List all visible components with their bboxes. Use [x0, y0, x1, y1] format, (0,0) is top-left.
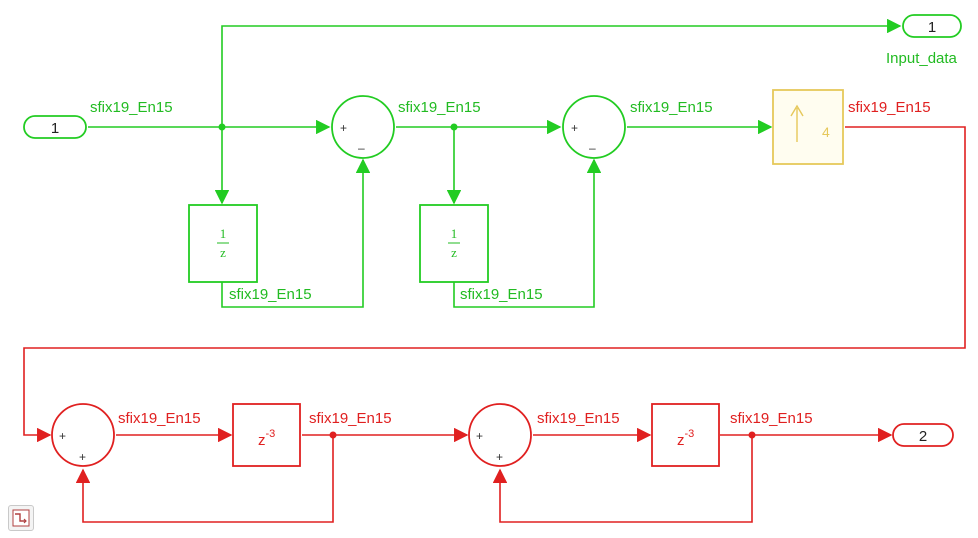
outport-2[interactable]: 2: [892, 423, 954, 447]
subsystem-icon: [12, 509, 30, 527]
signal-label-upsample-out: sfix19_En15: [848, 99, 931, 116]
sum-2-plus: +: [571, 121, 578, 135]
unit-delay-block-1[interactable]: 1 z: [188, 204, 258, 283]
wire-delay1-to-sum1[interactable]: [221, 158, 371, 308]
sum-2-minus: –: [589, 141, 596, 155]
signal-label-delay1-out: sfix19_En15: [229, 286, 312, 303]
sum-3-plus-bottom: +: [79, 450, 86, 464]
sum-block-2[interactable]: + –: [562, 95, 626, 159]
junction-dot-3: [329, 431, 337, 439]
signal-label-sum4-out: sfix19_En15: [537, 410, 620, 427]
signal-label-delay2-out: sfix19_En15: [460, 286, 543, 303]
sum-1-plus: +: [340, 121, 347, 135]
sum-block-1[interactable]: + –: [331, 95, 395, 159]
z-delay-block-1[interactable]: z-3: [232, 403, 301, 467]
inport-1-number: 1: [51, 120, 59, 137]
sum-4-plus-left: +: [476, 429, 483, 443]
wire-feedback-2[interactable]: [492, 435, 753, 523]
sum-4-plus-bottom: +: [496, 450, 503, 464]
junction-dot-2: [450, 123, 458, 131]
wire-feedback-1[interactable]: [75, 435, 334, 523]
signal-label-z3b-out: sfix19_En15: [730, 410, 813, 427]
z-delay-2-label: z-3: [677, 428, 694, 449]
outport-1[interactable]: 1: [902, 14, 962, 38]
inport-1[interactable]: 1: [23, 115, 87, 139]
sum-block-4[interactable]: + +: [468, 403, 532, 467]
delay-1-denominator: z: [220, 245, 226, 260]
z-delay-1-label: z-3: [258, 428, 275, 449]
delay-2-numerator: 1: [451, 226, 458, 241]
wire-upsample-to-sum3[interactable]: [23, 126, 966, 443]
signal-label-input: sfix19_En15: [90, 99, 173, 116]
z-delay-block-2[interactable]: z-3: [651, 403, 720, 467]
signal-label-sum2-out: sfix19_En15: [630, 99, 713, 116]
delay-2-denominator: z: [451, 245, 457, 260]
outport-2-number: 2: [919, 428, 927, 445]
wire-delay2-to-sum2[interactable]: [453, 158, 602, 308]
signal-label-sum3-out: sfix19_En15: [118, 410, 201, 427]
red-wires: [23, 126, 966, 523]
unit-delay-block-2[interactable]: 1 z: [419, 204, 489, 283]
signal-label-z3a-out: sfix19_En15: [309, 410, 392, 427]
junction-dot-1: [218, 123, 226, 131]
outport-1-number: 1: [928, 19, 936, 36]
wire-branch-to-outport1[interactable]: [221, 18, 902, 127]
upsample-block[interactable]: 4: [772, 89, 844, 165]
upsample-factor: 4: [822, 124, 830, 140]
junction-dot-4: [748, 431, 756, 439]
sum-1-minus: –: [358, 141, 365, 155]
signal-label-sum1-out: sfix19_En15: [398, 99, 481, 116]
sum-3-plus-left: +: [59, 429, 66, 443]
green-wires: [88, 18, 902, 308]
model-explorer-button[interactable]: [8, 505, 34, 531]
delay-1-numerator: 1: [220, 226, 227, 241]
outport-1-name: Input_data: [886, 50, 958, 67]
sum-block-3[interactable]: + +: [51, 403, 115, 467]
